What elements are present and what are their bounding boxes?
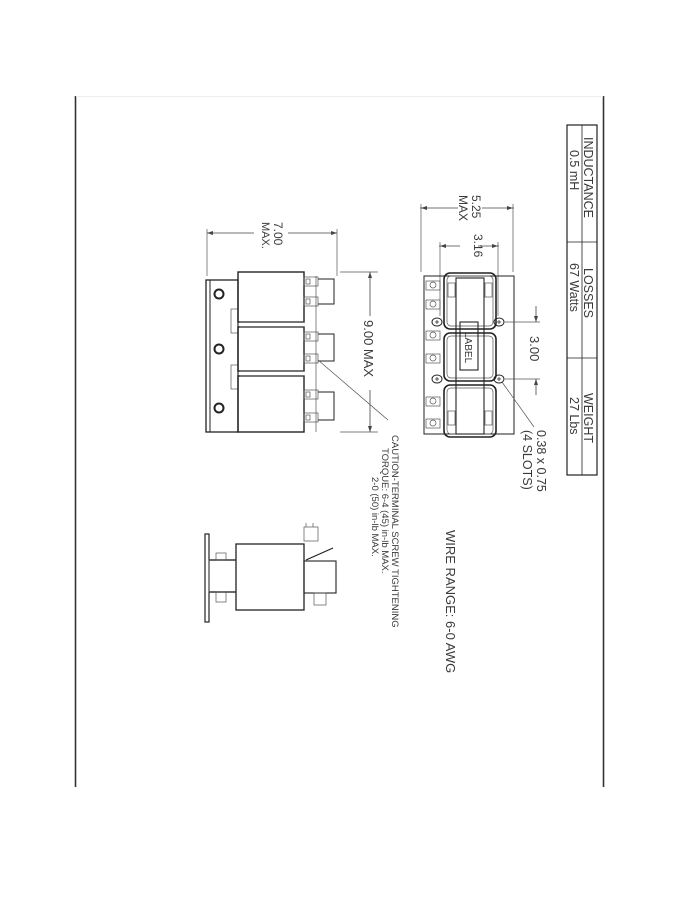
slot-callout-size: 0.38 x 0.75 bbox=[534, 430, 548, 492]
dim-overall-width: 5.25 bbox=[469, 195, 483, 219]
spec-value-losses: 67 Watts bbox=[567, 263, 581, 312]
spec-header-inductance: INDUCTANCE bbox=[581, 137, 595, 218]
dim-mounting: 3.16 bbox=[471, 234, 485, 258]
nameplate-label: LABEL bbox=[462, 332, 473, 364]
page-frame bbox=[74, 96, 605, 787]
dim-slot-spacing: 3.00 bbox=[527, 336, 542, 361]
dim-overall-height: 7.00 bbox=[271, 222, 285, 246]
spec-value-inductance: 0.5 mH bbox=[567, 150, 581, 190]
dim-overall-height-suffix: MAX. bbox=[259, 222, 271, 249]
caution-note: CAUTION-TERMINAL SCREW TIGHTENING bbox=[389, 435, 400, 628]
torque-note-line2: 2-0 (50) in-lb MAX. bbox=[369, 477, 380, 557]
top-view-drawing: 5.25 MAX 3.16 LABEL bbox=[420, 195, 548, 492]
dim-overall-width-suffix: MAX bbox=[456, 195, 470, 221]
side-view-drawing bbox=[204, 523, 337, 623]
dim-overall-length: 9.00 MAX bbox=[361, 320, 376, 377]
wire-range-note: WIRE RANGE: 6-0 AWG bbox=[443, 530, 458, 673]
slot-callout-count: (4 SLOTS) bbox=[520, 430, 534, 490]
spec-value-weight: 27 Lbs bbox=[567, 397, 581, 435]
notes: CAUTION-TERMINAL SCREW TIGHTENING TORQUE… bbox=[369, 435, 458, 673]
spec-table: INDUCTANCE 0.5 mH LOSSES 67 Watts WEIGHT… bbox=[566, 124, 598, 476]
front-view-drawing: 7.00 MAX. bbox=[205, 222, 389, 433]
spec-header-losses: LOSSES bbox=[581, 268, 595, 318]
torque-note-line1: TORQUE: 6-4 (45) in-lb MAX. bbox=[379, 448, 390, 573]
spec-header-weight: WEIGHT bbox=[581, 393, 595, 443]
